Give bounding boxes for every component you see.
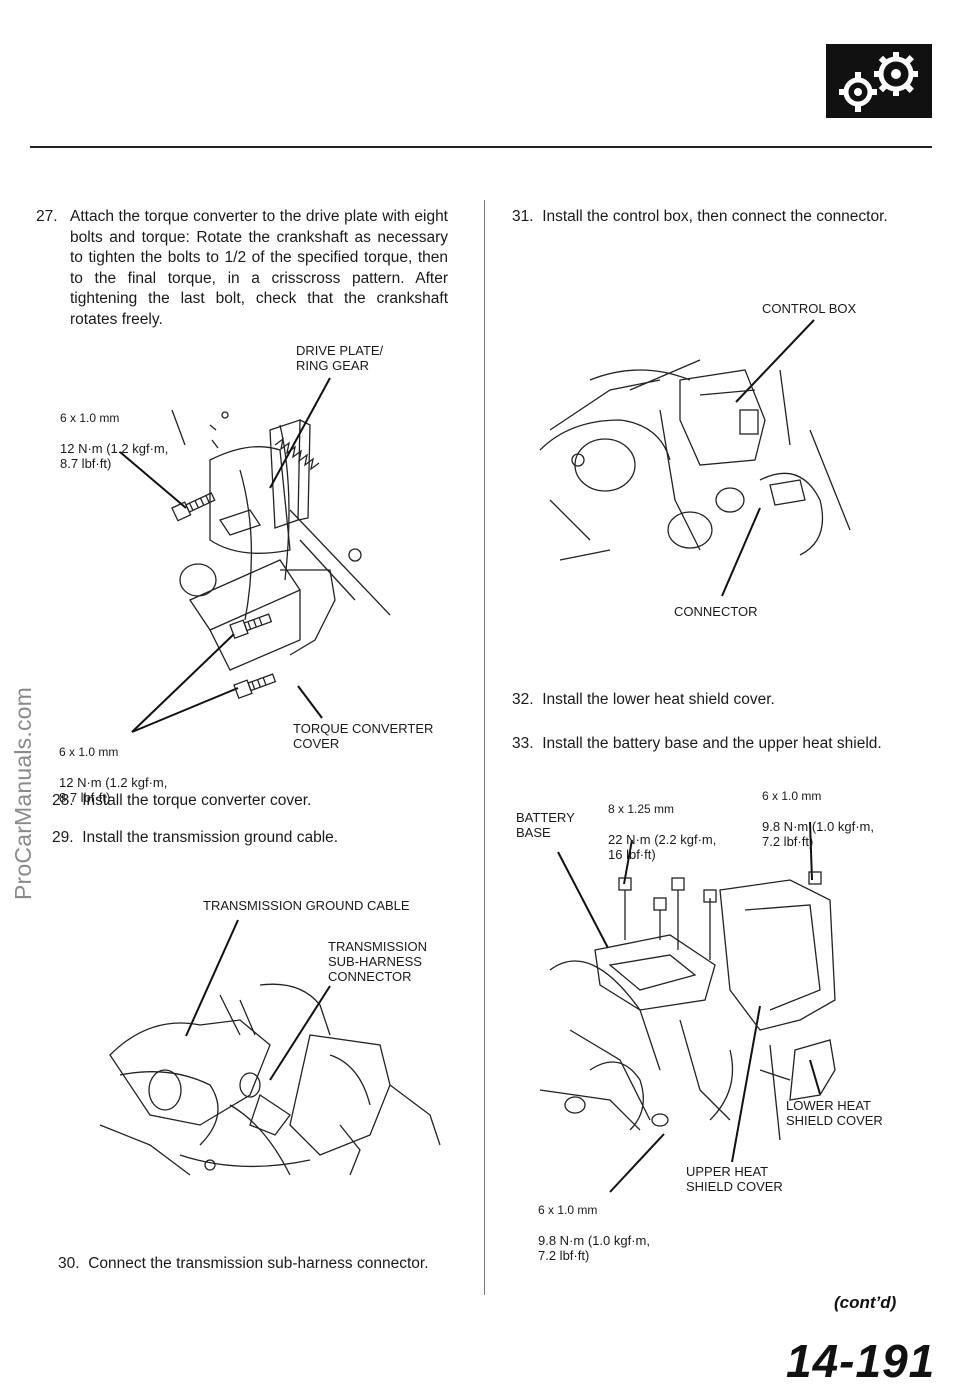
label-upper-heat-shield-cover: UPPER HEAT SHIELD COVER	[686, 1164, 783, 1194]
step-27: 27. Attach the torque converter to the d…	[36, 207, 448, 330]
step-number: 27.	[36, 208, 58, 225]
bolt-size: 6 x 1.0 mm	[60, 411, 120, 425]
step-number: 29.	[52, 829, 74, 846]
step-text: Install the transmission ground cable.	[82, 829, 339, 846]
bolt-torque: 9.8 N·m (1.0 kgf·m, 7.2 lbf·ft)	[762, 819, 874, 849]
page-number: 14-191	[786, 1335, 936, 1387]
step-28: 28. Install the torque converter cover.	[52, 791, 311, 812]
gears-icon	[826, 44, 932, 118]
label-torque-converter-cover: TORQUE CONVERTER COVER	[293, 721, 434, 751]
bolt-torque: 12 N·m (1.2 kgf·m, 8.7 lbf·ft)	[59, 775, 168, 805]
label-bolt-spec-6x10-top: 6 x 1.0 mm 9.8 N·m (1.0 kgf·m, 7.2 lbf·f…	[762, 774, 874, 864]
label-control-box: CONTROL BOX	[762, 301, 857, 316]
bolt-size: 6 x 1.0 mm	[762, 789, 822, 803]
bolt-size: 8 x 1.25 mm	[608, 802, 675, 816]
bolt-torque: 12 N·m (1.2 kgf·m, 8.7 lbf·ft)	[60, 441, 169, 471]
step-number: 30.	[58, 1255, 80, 1272]
bolt-torque: 9.8 N·m (1.0 kgf·m, 7.2 lbf·ft)	[538, 1233, 650, 1263]
control-box-figure	[539, 359, 851, 561]
transmission-figure	[99, 983, 441, 1176]
heat-shield-figure	[539, 871, 836, 1141]
bolt-size: 6 x 1.0 mm	[538, 1203, 598, 1217]
step-number: 33.	[512, 735, 534, 752]
label-bolt-spec-8x125: 8 x 1.25 mm 22 N·m (2.2 kgf·m, 16 lbf·ft…	[608, 787, 716, 877]
label-drive-plate: DRIVE PLATE/ RING GEAR	[296, 343, 384, 373]
label-connector: CONNECTOR	[674, 604, 758, 619]
continued-label: (cont’d)	[834, 1293, 897, 1312]
label-bolt-spec-6x10-bottom: 6 x 1.0 mm 9.8 N·m (1.0 kgf·m, 7.2 lbf·f…	[538, 1188, 650, 1278]
step-text: Connect the transmission sub-harness con…	[88, 1255, 429, 1272]
step-33: 33. Install the battery base and the upp…	[512, 734, 882, 755]
header-rule	[30, 146, 932, 148]
label-bolt-spec-bottom: 6 x 1.0 mm 12 N·m (1.2 kgf·m, 8.7 lbf·ft…	[59, 730, 167, 820]
bolt-size: 6 x 1.0 mm	[59, 745, 119, 759]
label-battery-base: BATTERY BASE	[516, 810, 575, 840]
column-divider	[484, 200, 485, 1295]
step-number: 28.	[52, 792, 74, 809]
bolt-icons-fig1	[171, 492, 277, 699]
step-text: Install the lower heat shield cover.	[542, 691, 775, 708]
step-number: 31.	[512, 208, 534, 225]
step-text: Install the control box, then connect th…	[542, 208, 888, 225]
step-29: 29. Install the transmission ground cabl…	[52, 828, 338, 849]
step-text: Install the battery base and the upper h…	[542, 735, 882, 752]
label-lower-heat-shield-cover: LOWER HEAT SHIELD COVER	[786, 1098, 883, 1128]
step-text: Install the torque converter cover.	[82, 792, 312, 809]
step-30: 30. Connect the transmission sub-harness…	[58, 1254, 429, 1275]
step-31: 31. Install the control box, then connec…	[512, 207, 888, 228]
torque-converter-figure	[171, 409, 391, 671]
step-32: 32. Install the lower heat shield cover.	[512, 690, 775, 711]
label-bolt-spec-top: 6 x 1.0 mm 12 N·m (1.2 kgf·m, 8.7 lbf·ft…	[60, 396, 168, 486]
step-text: Attach the torque converter to the drive…	[70, 208, 448, 328]
step-number: 32.	[512, 691, 534, 708]
bolt-torque: 22 N·m (2.2 kgf·m, 16 lbf·ft)	[608, 832, 717, 862]
label-ground-cable: TRANSMISSION GROUND CABLE	[203, 898, 410, 913]
label-subharness-connector: TRANSMISSION SUB-HARNESS CONNECTOR	[328, 939, 427, 984]
